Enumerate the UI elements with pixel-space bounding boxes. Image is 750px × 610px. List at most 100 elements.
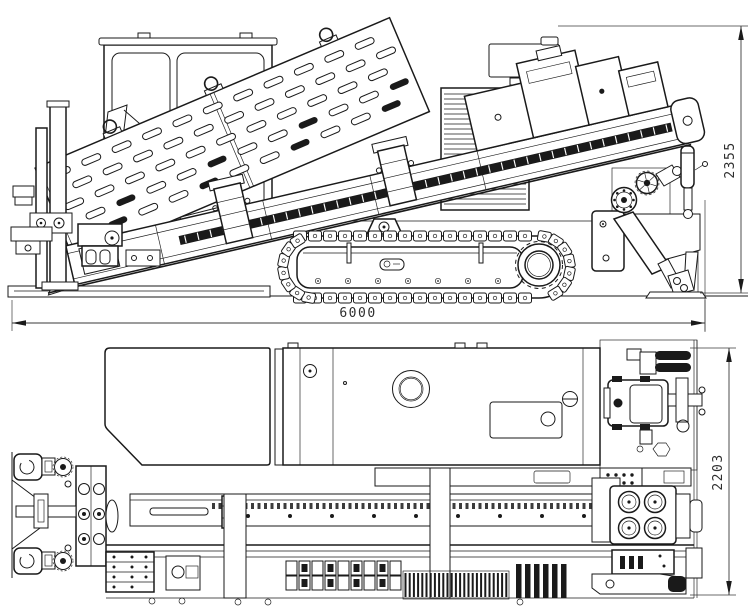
cad-shape <box>350 112 371 126</box>
drawing-group <box>323 292 337 304</box>
cad-shape <box>355 503 358 509</box>
drawing-group <box>488 230 502 242</box>
cad-shape <box>357 233 363 239</box>
cad-shape <box>327 295 333 301</box>
cad-shape <box>738 279 744 293</box>
cad-shape <box>478 242 484 264</box>
cad-shape <box>465 503 469 509</box>
cad-shape <box>112 575 116 579</box>
cad-shape <box>622 189 626 192</box>
cad-shape <box>379 564 386 572</box>
cad-shape <box>368 230 382 242</box>
cad-shape <box>99 249 111 265</box>
cad-shape <box>24 244 32 252</box>
cad-shape <box>102 119 118 134</box>
cad-shape <box>386 185 414 193</box>
cad-shape <box>342 503 345 509</box>
cad-shape <box>81 153 102 166</box>
cad-shape <box>171 565 185 579</box>
cad-shape <box>146 180 167 194</box>
cad-shape <box>14 196 33 206</box>
cad-shape <box>329 503 332 509</box>
cad-shape <box>698 408 706 416</box>
cad-shape <box>459 503 462 509</box>
cad-shape <box>185 565 199 579</box>
cad-shape <box>276 107 297 120</box>
cad-shape <box>655 351 691 360</box>
cad-shape <box>320 125 341 139</box>
cad-shape <box>274 348 284 466</box>
cad-shape <box>44 460 53 473</box>
cad-shape <box>668 576 686 592</box>
cad-shape <box>353 579 360 587</box>
cad-shape <box>389 575 402 591</box>
crawler-track <box>277 218 576 304</box>
cad-shape <box>155 225 165 265</box>
cad-shape <box>602 138 605 147</box>
cad-shape <box>64 480 72 488</box>
cad-shape <box>144 575 148 579</box>
cad-shape <box>650 183 657 187</box>
cad-shape <box>130 555 134 559</box>
cad-shape <box>224 110 245 124</box>
cad-shape <box>491 503 495 509</box>
cad-shape <box>323 230 337 242</box>
cad-shape <box>285 560 298 576</box>
drawing-group <box>488 292 502 304</box>
cad-shape <box>552 564 558 598</box>
plan-power-head <box>591 467 703 545</box>
cad-shape <box>111 140 132 153</box>
cad-shape <box>513 159 517 167</box>
cad-shape <box>563 503 566 509</box>
cad-shape <box>209 229 213 238</box>
cad-shape <box>382 225 386 229</box>
plan-body <box>104 342 601 466</box>
cad-shape <box>137 32 151 39</box>
cad-shape <box>323 292 337 304</box>
pipe-clamp-rear <box>371 135 418 207</box>
cad-shape <box>387 295 393 301</box>
cad-shape <box>582 514 586 518</box>
cad-shape <box>443 292 457 304</box>
cad-shape <box>35 127 48 289</box>
cad-shape <box>602 223 604 225</box>
cad-shape <box>372 295 378 301</box>
cad-shape <box>67 111 684 254</box>
cad-shape <box>237 142 258 155</box>
cad-shape <box>372 233 378 239</box>
cad-shape <box>655 363 691 372</box>
cad-shape <box>327 564 334 572</box>
bar-stack <box>516 564 567 598</box>
cad-shape <box>311 575 324 591</box>
cad-shape <box>647 494 663 510</box>
drawing-group <box>503 230 517 242</box>
cad-shape <box>609 485 677 545</box>
drawing-group <box>398 292 412 304</box>
cad-shape <box>290 138 310 151</box>
drawing-group <box>277 253 291 269</box>
cad-shape <box>353 292 367 304</box>
cad-shape <box>622 481 626 485</box>
cad-shape <box>485 503 488 509</box>
cad-shape <box>234 598 242 606</box>
drawing-group <box>277 265 290 281</box>
cad-shape <box>277 503 280 509</box>
cad-shape <box>603 387 611 419</box>
cad-shape <box>309 503 313 509</box>
cad-shape <box>434 277 442 285</box>
drawing-group <box>353 230 367 242</box>
cad-shape <box>564 147 567 156</box>
cad-shape <box>130 585 134 589</box>
cad-shape <box>348 503 352 509</box>
cad-shape <box>675 377 689 423</box>
cad-shape <box>643 179 651 187</box>
cad-shape <box>626 348 642 361</box>
cad-shape <box>298 209 301 217</box>
cad-shape <box>556 503 560 509</box>
cad-shape <box>7 285 271 298</box>
cad-shape <box>617 61 669 117</box>
cad-shape <box>133 149 153 163</box>
cad-shape <box>216 196 244 203</box>
cad-shape <box>665 124 669 132</box>
